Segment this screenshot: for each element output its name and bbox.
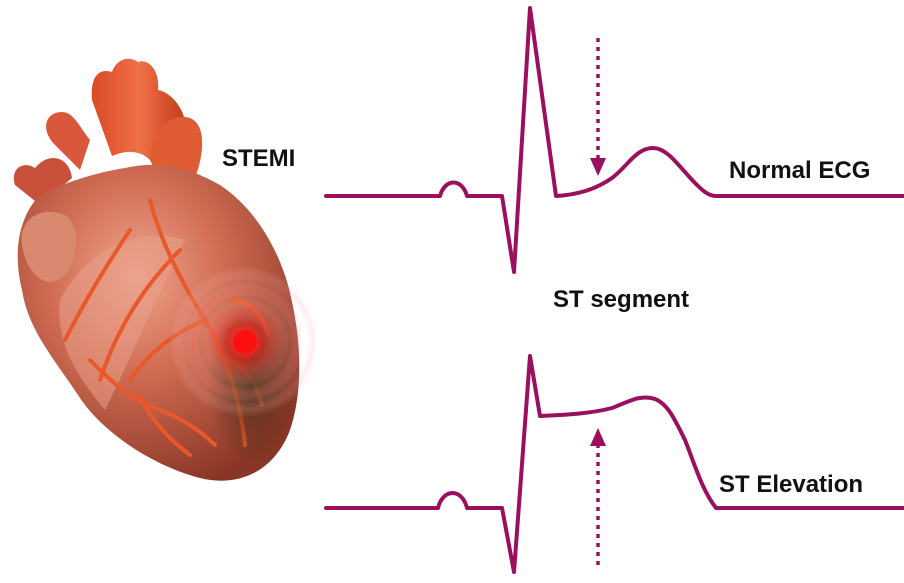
infarct-center [233, 330, 257, 354]
dotted-arrow-up-icon [590, 428, 606, 565]
stemi-label: STEMI [222, 145, 295, 172]
normal-ecg-label: Normal ECG [729, 157, 870, 184]
st-elevation-label: ST Elevation [719, 471, 863, 498]
heart-illustration-icon [14, 59, 320, 481]
st-segment-label: ST segment [553, 286, 689, 313]
normal-ecg-trace [326, 8, 904, 272]
dotted-arrow-down-icon [590, 38, 606, 176]
st-elevation-trace [326, 356, 904, 572]
